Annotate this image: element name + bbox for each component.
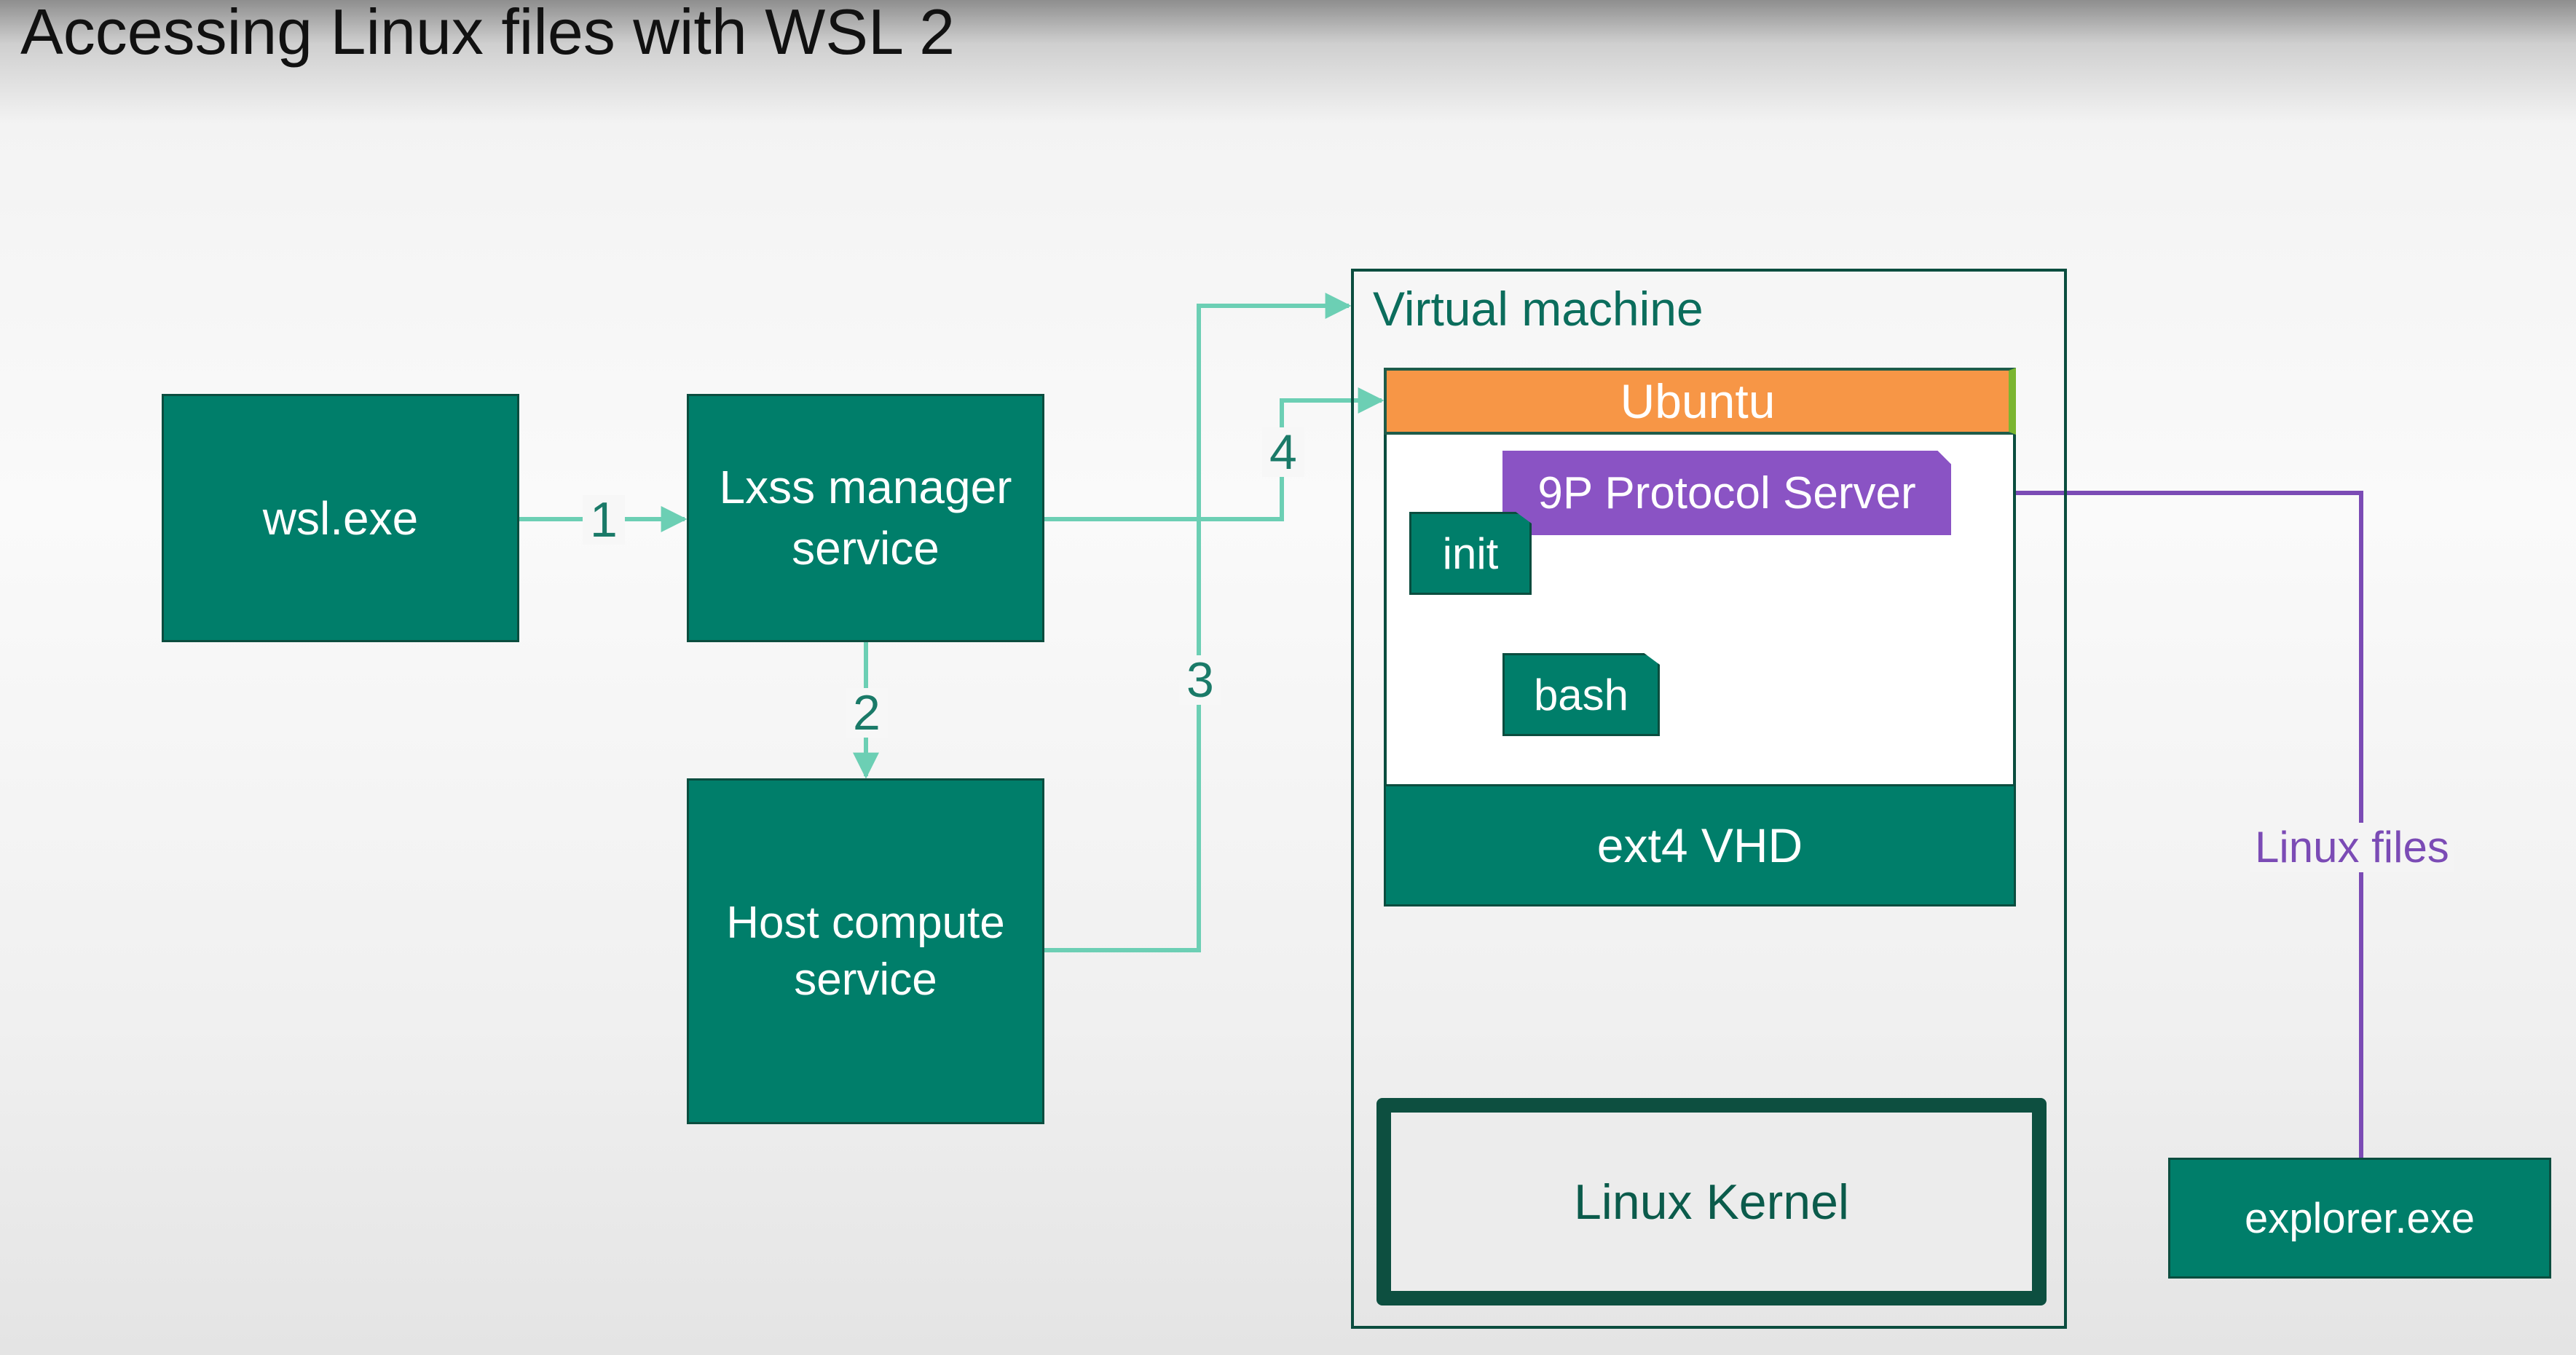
virtual-machine-label: Virtual machine	[1373, 282, 1703, 336]
hcs-label-line1: Host compute	[726, 898, 1005, 948]
lxss-label-line2: service	[792, 521, 940, 574]
lxss-label-line1: Lxss manager	[719, 461, 1012, 514]
linux-kernel-box: Linux Kernel	[1376, 1098, 2047, 1305]
explorer-exe-label: explorer.exe	[2245, 1194, 2475, 1242]
wsl-exe-box: wsl.exe	[162, 394, 519, 642]
step-1-label: 1	[583, 495, 625, 545]
bash-process: bash	[1502, 653, 1660, 736]
lxss-manager-box: Lxss manager service	[687, 394, 1044, 642]
arrow-3	[1044, 293, 1352, 952]
hcs-label-line2: service	[794, 954, 937, 1005]
step-2-label: 2	[846, 688, 888, 738]
ubuntu-header: Ubuntu	[1384, 368, 2016, 435]
arrow-4	[1044, 387, 1384, 521]
init-process: init	[1409, 512, 1532, 595]
slide-title: Accessing Linux files with WSL 2	[20, 0, 956, 68]
9p-protocol-server: 9P Protocol Server	[1502, 451, 1951, 535]
arrow-linux-files	[1951, 480, 2363, 1158]
step-4-label: 4	[1262, 427, 1304, 477]
linux-files-label: Linux files	[2250, 823, 2454, 872]
host-compute-box: Host compute service	[687, 778, 1044, 1124]
wsl-exe-label: wsl.exe	[262, 491, 419, 545]
step-3-label: 3	[1179, 655, 1221, 705]
virtual-machine-frame	[1351, 269, 2067, 1329]
ext4-vhd-box: ext4 VHD	[1384, 784, 2016, 906]
explorer-exe-box: explorer.exe	[2168, 1158, 2551, 1279]
